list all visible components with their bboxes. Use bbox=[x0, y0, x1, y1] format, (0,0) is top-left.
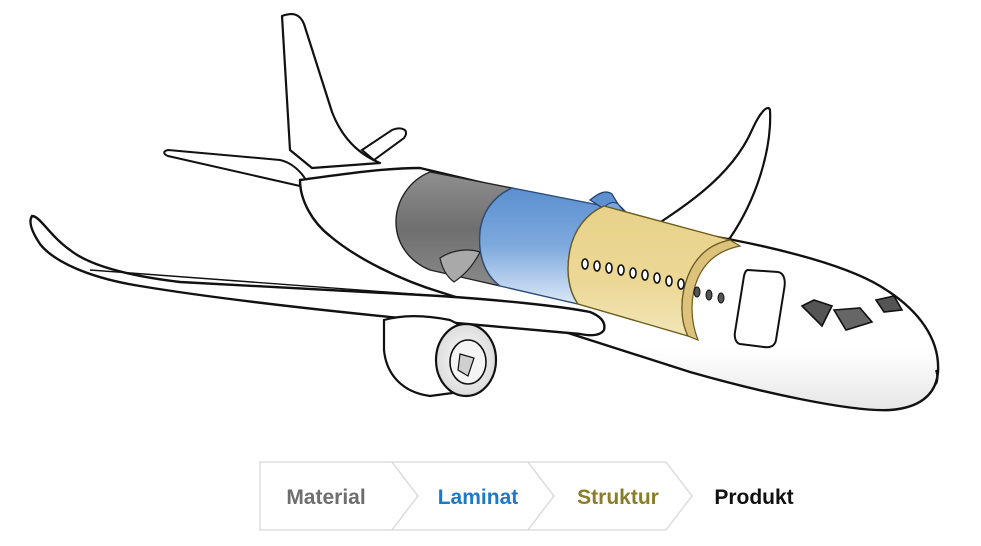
material-fold bbox=[439, 249, 481, 283]
step-material-label: Material bbox=[286, 486, 365, 509]
near-wing bbox=[29, 214, 606, 337]
door bbox=[733, 268, 786, 349]
step-produkt-label: Produkt bbox=[714, 486, 793, 509]
step-struktur-label: Struktur bbox=[577, 486, 659, 509]
fan-icon bbox=[457, 353, 475, 377]
struktur-windows bbox=[581, 258, 685, 290]
struktur-frame bbox=[681, 239, 742, 342]
produkt-windows bbox=[693, 286, 725, 304]
step-laminat-label: Laminat bbox=[438, 486, 519, 509]
tail-fin bbox=[280, 13, 382, 170]
far-wing bbox=[618, 106, 772, 262]
process-steps: Material Laminat Struktur Produkt bbox=[259, 461, 794, 531]
step-produkt: Produkt bbox=[714, 486, 793, 509]
engine bbox=[382, 315, 498, 398]
cockpit-windows bbox=[800, 295, 904, 331]
horizontal-stabilizer bbox=[163, 148, 308, 188]
step-material: Material bbox=[259, 461, 419, 531]
step-struktur: Struktur bbox=[526, 461, 693, 531]
dorsal-fin bbox=[360, 127, 408, 162]
